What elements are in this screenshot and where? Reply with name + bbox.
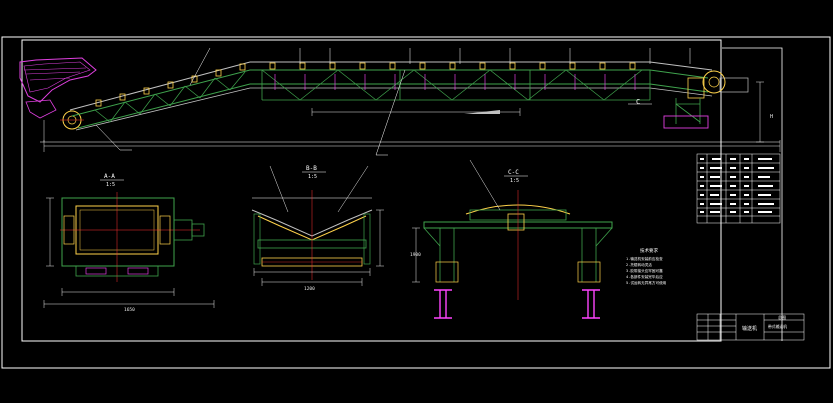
bearing-left xyxy=(63,215,75,245)
foundation-posts xyxy=(434,289,600,319)
parts-list-table xyxy=(696,153,781,224)
note-4: 4.各部件安装完毕后应 xyxy=(626,274,663,279)
head-support-tower xyxy=(675,98,701,124)
belt-return-side xyxy=(75,87,713,131)
inner-drawing-frame xyxy=(21,39,722,342)
section-b-view: B-B 1:5 1200 xyxy=(251,165,384,292)
stringer-upper xyxy=(71,69,709,117)
leader-lines xyxy=(95,47,691,156)
support-legs xyxy=(261,70,651,100)
note-3: 3.胶带接头应牢固可靠 xyxy=(626,268,663,273)
notes-title: 技术要求 xyxy=(640,247,658,254)
section-a-view: A-A 1:5 1650 xyxy=(43,173,215,313)
conveyor-elevation-view: C H xyxy=(19,47,781,156)
head-pulley xyxy=(702,70,726,94)
drive-frame-outer xyxy=(61,197,175,267)
note-2: 2.托辊转动灵活 xyxy=(626,262,652,267)
parts-list-entries xyxy=(700,158,774,213)
leg-base-left xyxy=(435,261,459,283)
note-5: 5.试运转无异常方可使用 xyxy=(626,280,667,285)
elevation-dimensions xyxy=(43,81,781,152)
drive-unit xyxy=(687,77,705,99)
dimension-arrow-triangle xyxy=(464,110,500,114)
title-block xyxy=(696,313,805,341)
leg-base-right xyxy=(577,261,601,283)
skirt-plate xyxy=(25,99,57,119)
c-legs xyxy=(423,227,613,282)
head-chute xyxy=(719,77,749,93)
dim-width-c: 1900 xyxy=(410,252,421,258)
section-c-view: C-C 1:5 xyxy=(410,159,613,319)
section-b-title: B-B xyxy=(306,165,317,172)
stringer-lower xyxy=(77,83,709,129)
note-1: 1.输送机安装前应检查 xyxy=(626,256,663,261)
section-c-title: C-C xyxy=(508,169,519,176)
section-a-scale: 1:5 xyxy=(106,182,115,188)
dimension-height-label: H xyxy=(770,114,773,120)
section-a-title: A-A xyxy=(104,173,115,180)
horizontal-truss xyxy=(261,69,650,101)
base-plate-a xyxy=(75,265,159,277)
carrying-idlers xyxy=(95,62,636,107)
outer-sheet-border xyxy=(1,36,831,369)
section-b-scale: 1:5 xyxy=(308,174,317,180)
head-foundation xyxy=(663,115,709,129)
dim-width-a: 1650 xyxy=(124,307,135,313)
bearing-right xyxy=(159,215,171,245)
right-frame xyxy=(722,47,783,341)
belt-carrying-side xyxy=(69,61,713,111)
idler-support-ticks xyxy=(274,74,636,90)
feed-hopper xyxy=(19,57,97,103)
dim-width-b: 1200 xyxy=(304,286,315,292)
feed-hopper-inner xyxy=(23,61,91,93)
title-block-code: 总图 xyxy=(778,314,786,320)
view-marker-c: C xyxy=(636,98,640,106)
technical-notes: 技术要求 1.输送机安装前应检查 2.托辊转动灵活 3.胶带接头应牢固可靠 4.… xyxy=(626,247,667,285)
title-block-subtitle: 带式输送机 xyxy=(768,324,787,329)
section-c-scale: 1:5 xyxy=(510,178,519,184)
title-block-name: 输送机 xyxy=(742,325,757,332)
incline-truss xyxy=(94,71,246,123)
